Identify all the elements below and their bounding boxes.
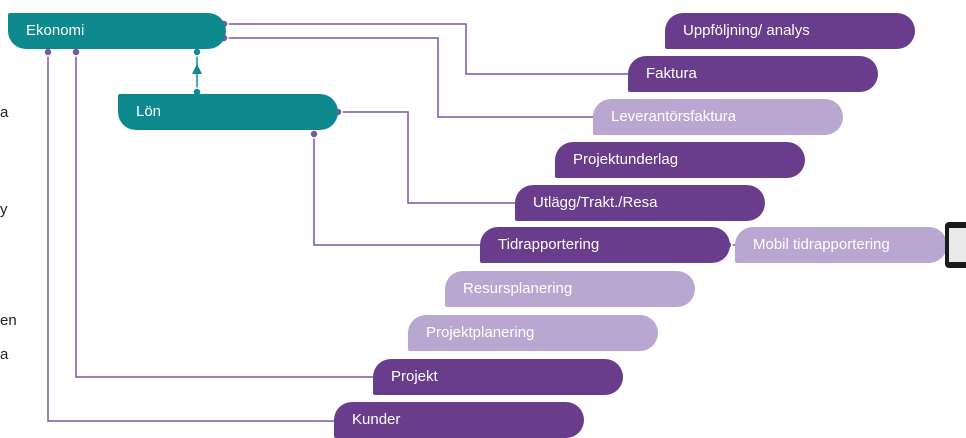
node-projekt: Projekt <box>373 359 623 395</box>
node-lon: Lön <box>118 94 338 130</box>
node-leverantorsfaktura: Leverantörsfaktura <box>593 99 843 135</box>
tablet-icon <box>945 222 966 268</box>
node-projekt-label: Projekt <box>391 368 438 385</box>
node-projektplanering: Projektplanering <box>408 315 658 351</box>
node-uppfoljning-label: Uppföljning/ analys <box>683 22 810 39</box>
node-faktura: Faktura <box>628 56 878 92</box>
node-ekonomi: Ekonomi <box>8 13 226 49</box>
left-text-fragment-2: y <box>0 201 8 218</box>
link-ekonomi-faktura <box>224 23 636 75</box>
node-mobil-tidrapportering: Mobil tidrapportering <box>735 227 947 263</box>
node-kunder: Kunder <box>334 402 584 438</box>
node-lon-label: Lön <box>136 103 162 120</box>
node-faktura-label: Faktura <box>646 65 697 82</box>
node-projektunderlag-label: Projektunderlag <box>573 151 679 168</box>
node-tidrapportering-label: Tidrapportering <box>498 236 600 253</box>
left-text-fragment-4: a <box>0 346 9 363</box>
node-utlagg-label: Utlägg/Trakt./Resa <box>533 194 658 211</box>
tablet-screen <box>949 228 966 262</box>
left-text-fragment-3: en <box>0 312 17 329</box>
node-ekonomi-label: Ekonomi <box>26 22 85 39</box>
node-projektunderlag: Projektunderlag <box>555 142 805 178</box>
node-utlagg: Utlägg/Trakt./Resa <box>515 185 765 221</box>
link-ekonomi-kunder <box>47 52 342 422</box>
link-ekonomi-leverantorsfaktura <box>224 37 600 118</box>
node-resursplanering: Resursplanering <box>445 271 695 307</box>
node-tidrapportering: Tidrapportering <box>480 227 730 263</box>
node-kunder-label: Kunder <box>352 411 401 428</box>
arrow-up-icon <box>192 64 202 74</box>
node-projektplanering-label: Projektplanering <box>426 324 535 341</box>
node-uppfoljning: Uppföljning/ analys <box>665 13 915 49</box>
node-leverantorsfaktura-label: Leverantörsfaktura <box>611 108 737 125</box>
left-text-fragment-1: a <box>0 104 9 121</box>
link-lon-tidrapportering <box>313 134 487 246</box>
link-lon-utlagg <box>338 111 522 204</box>
link-ekonomi-projekt <box>75 52 381 378</box>
node-resursplanering-label: Resursplanering <box>463 280 573 297</box>
node-mobil-tidrapportering-label: Mobil tidrapportering <box>753 236 890 253</box>
